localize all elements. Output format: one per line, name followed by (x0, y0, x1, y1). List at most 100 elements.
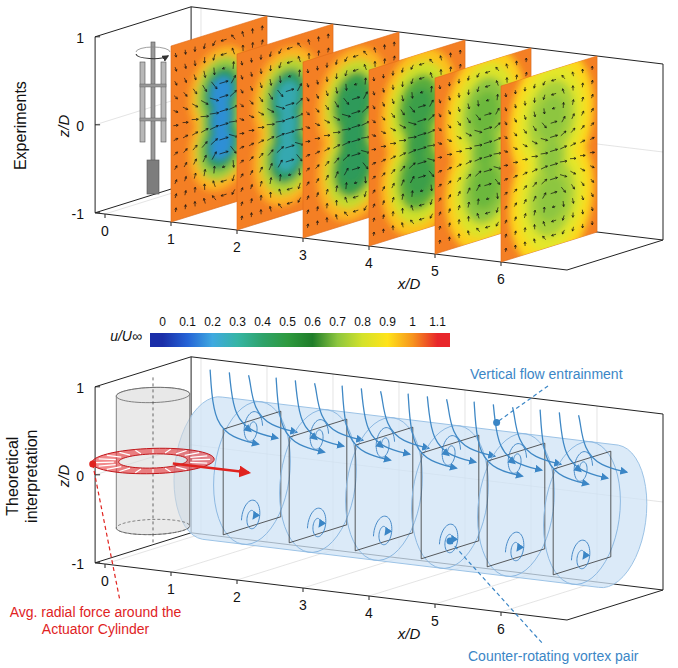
vortex-spiral (439, 524, 457, 553)
axis-title: x/D (398, 625, 421, 643)
turbine (136, 42, 170, 194)
entrainment-arrow (493, 404, 541, 470)
wake-contour (537, 91, 565, 146)
axis-title: z/D (55, 465, 73, 488)
axis-line (663, 64, 664, 240)
axis-line (95, 7, 191, 37)
tick-label: 0 (76, 118, 84, 135)
rotation-arrow (136, 54, 168, 59)
wake-contour (344, 114, 362, 155)
axis-title: z/D (55, 115, 73, 138)
tick-mark (171, 572, 172, 576)
tick-mark (105, 214, 106, 218)
entrainment-arrow (315, 383, 363, 440)
tick-label: 2 (233, 239, 241, 256)
tick-mark (95, 36, 100, 37)
wake-contours (509, 37, 593, 280)
leader-line (450, 541, 543, 644)
vortex-spiral (571, 540, 589, 569)
colorbar-tick: 1 (409, 315, 416, 329)
tick-mark (95, 562, 100, 563)
colorbar-tick: 0.6 (304, 315, 321, 329)
tick-label: 1 (76, 30, 84, 47)
leader-line (497, 386, 548, 422)
rotation-arrow (136, 47, 170, 52)
tick-label: 1 (167, 581, 175, 598)
wake-section (280, 410, 357, 553)
tick-label: 0 (101, 223, 109, 240)
turbine-strut (140, 84, 166, 87)
illustration-part (509, 37, 593, 280)
tick-label: 1 (167, 231, 175, 248)
colorbar-tick: 0.8 (354, 315, 371, 329)
grid-line (105, 534, 201, 564)
wake-contour (472, 88, 499, 139)
colorbar-tick: 0.3 (229, 315, 246, 329)
tick-label: 6 (497, 271, 505, 288)
axis-line (663, 414, 664, 590)
tick-mark (435, 604, 436, 608)
grid-line (435, 574, 531, 604)
axis-line (95, 357, 191, 387)
turbine-blade (161, 62, 166, 142)
wake-section (544, 442, 621, 585)
tick-mark (369, 596, 370, 600)
tick-mark (501, 612, 502, 616)
entrainment-arrow (381, 391, 429, 448)
panel-title: Experiments (10, 82, 29, 171)
entrainment-arrow (361, 388, 409, 454)
tick-mark (369, 246, 370, 250)
grid-line (171, 542, 267, 572)
colorbar-tick: 0.2 (204, 315, 221, 329)
wake-contour (278, 106, 296, 147)
tick-mark (435, 254, 436, 258)
tick-label: 6 (497, 621, 505, 638)
tick-label: 1 (76, 380, 84, 397)
colorbar-tick: 0.7 (329, 315, 346, 329)
grid-line (303, 558, 399, 588)
grid-line (369, 566, 465, 596)
colorbar-tick: 1.1 (429, 315, 446, 329)
tick-mark (95, 474, 100, 475)
colorbar-tick: 0.4 (254, 315, 271, 329)
vortex-spiral (505, 532, 523, 561)
tick-label: 0 (101, 573, 109, 590)
tick-label: 4 (365, 255, 373, 272)
tick-label: 0 (76, 468, 84, 485)
colorbar-tick: 0 (159, 315, 166, 329)
wake-contour (537, 170, 565, 225)
colorbar-title: u/U∞ (110, 328, 142, 345)
turbine-strut (140, 118, 166, 121)
tick-label: 4 (365, 605, 373, 622)
vortex-spiral (373, 516, 391, 545)
axis-title: x/D (398, 275, 421, 293)
callout-label: Counter-rotating vortex pair (468, 648, 638, 665)
entrainment-arrow (249, 375, 297, 432)
tick-mark (501, 262, 502, 266)
tick-label: 2 (233, 589, 241, 606)
tick-label: -1 (72, 206, 84, 223)
turbine-base (147, 160, 159, 194)
velocity-vectors (504, 66, 595, 252)
wake-contour (476, 130, 494, 171)
wake-section (346, 418, 423, 561)
entrainment-arrow (513, 407, 561, 464)
vortex-spiral (307, 508, 325, 537)
entrainment-arrow (579, 415, 627, 472)
panel-title: Theoretical interpretation (3, 416, 41, 536)
tick-mark (95, 124, 100, 125)
illustration-part (509, 37, 593, 280)
tick-label: -1 (72, 556, 84, 573)
colorbar-tick: 0.9 (379, 315, 396, 329)
tick-label: 3 (299, 597, 307, 614)
force-disk (92, 448, 214, 473)
tick-mark (105, 564, 106, 568)
axes-box (95, 357, 663, 620)
axis-line (567, 240, 663, 270)
tick-mark (303, 588, 304, 592)
leader-line (93, 464, 120, 601)
wake-contour (542, 138, 560, 179)
leader-dot (447, 538, 454, 545)
